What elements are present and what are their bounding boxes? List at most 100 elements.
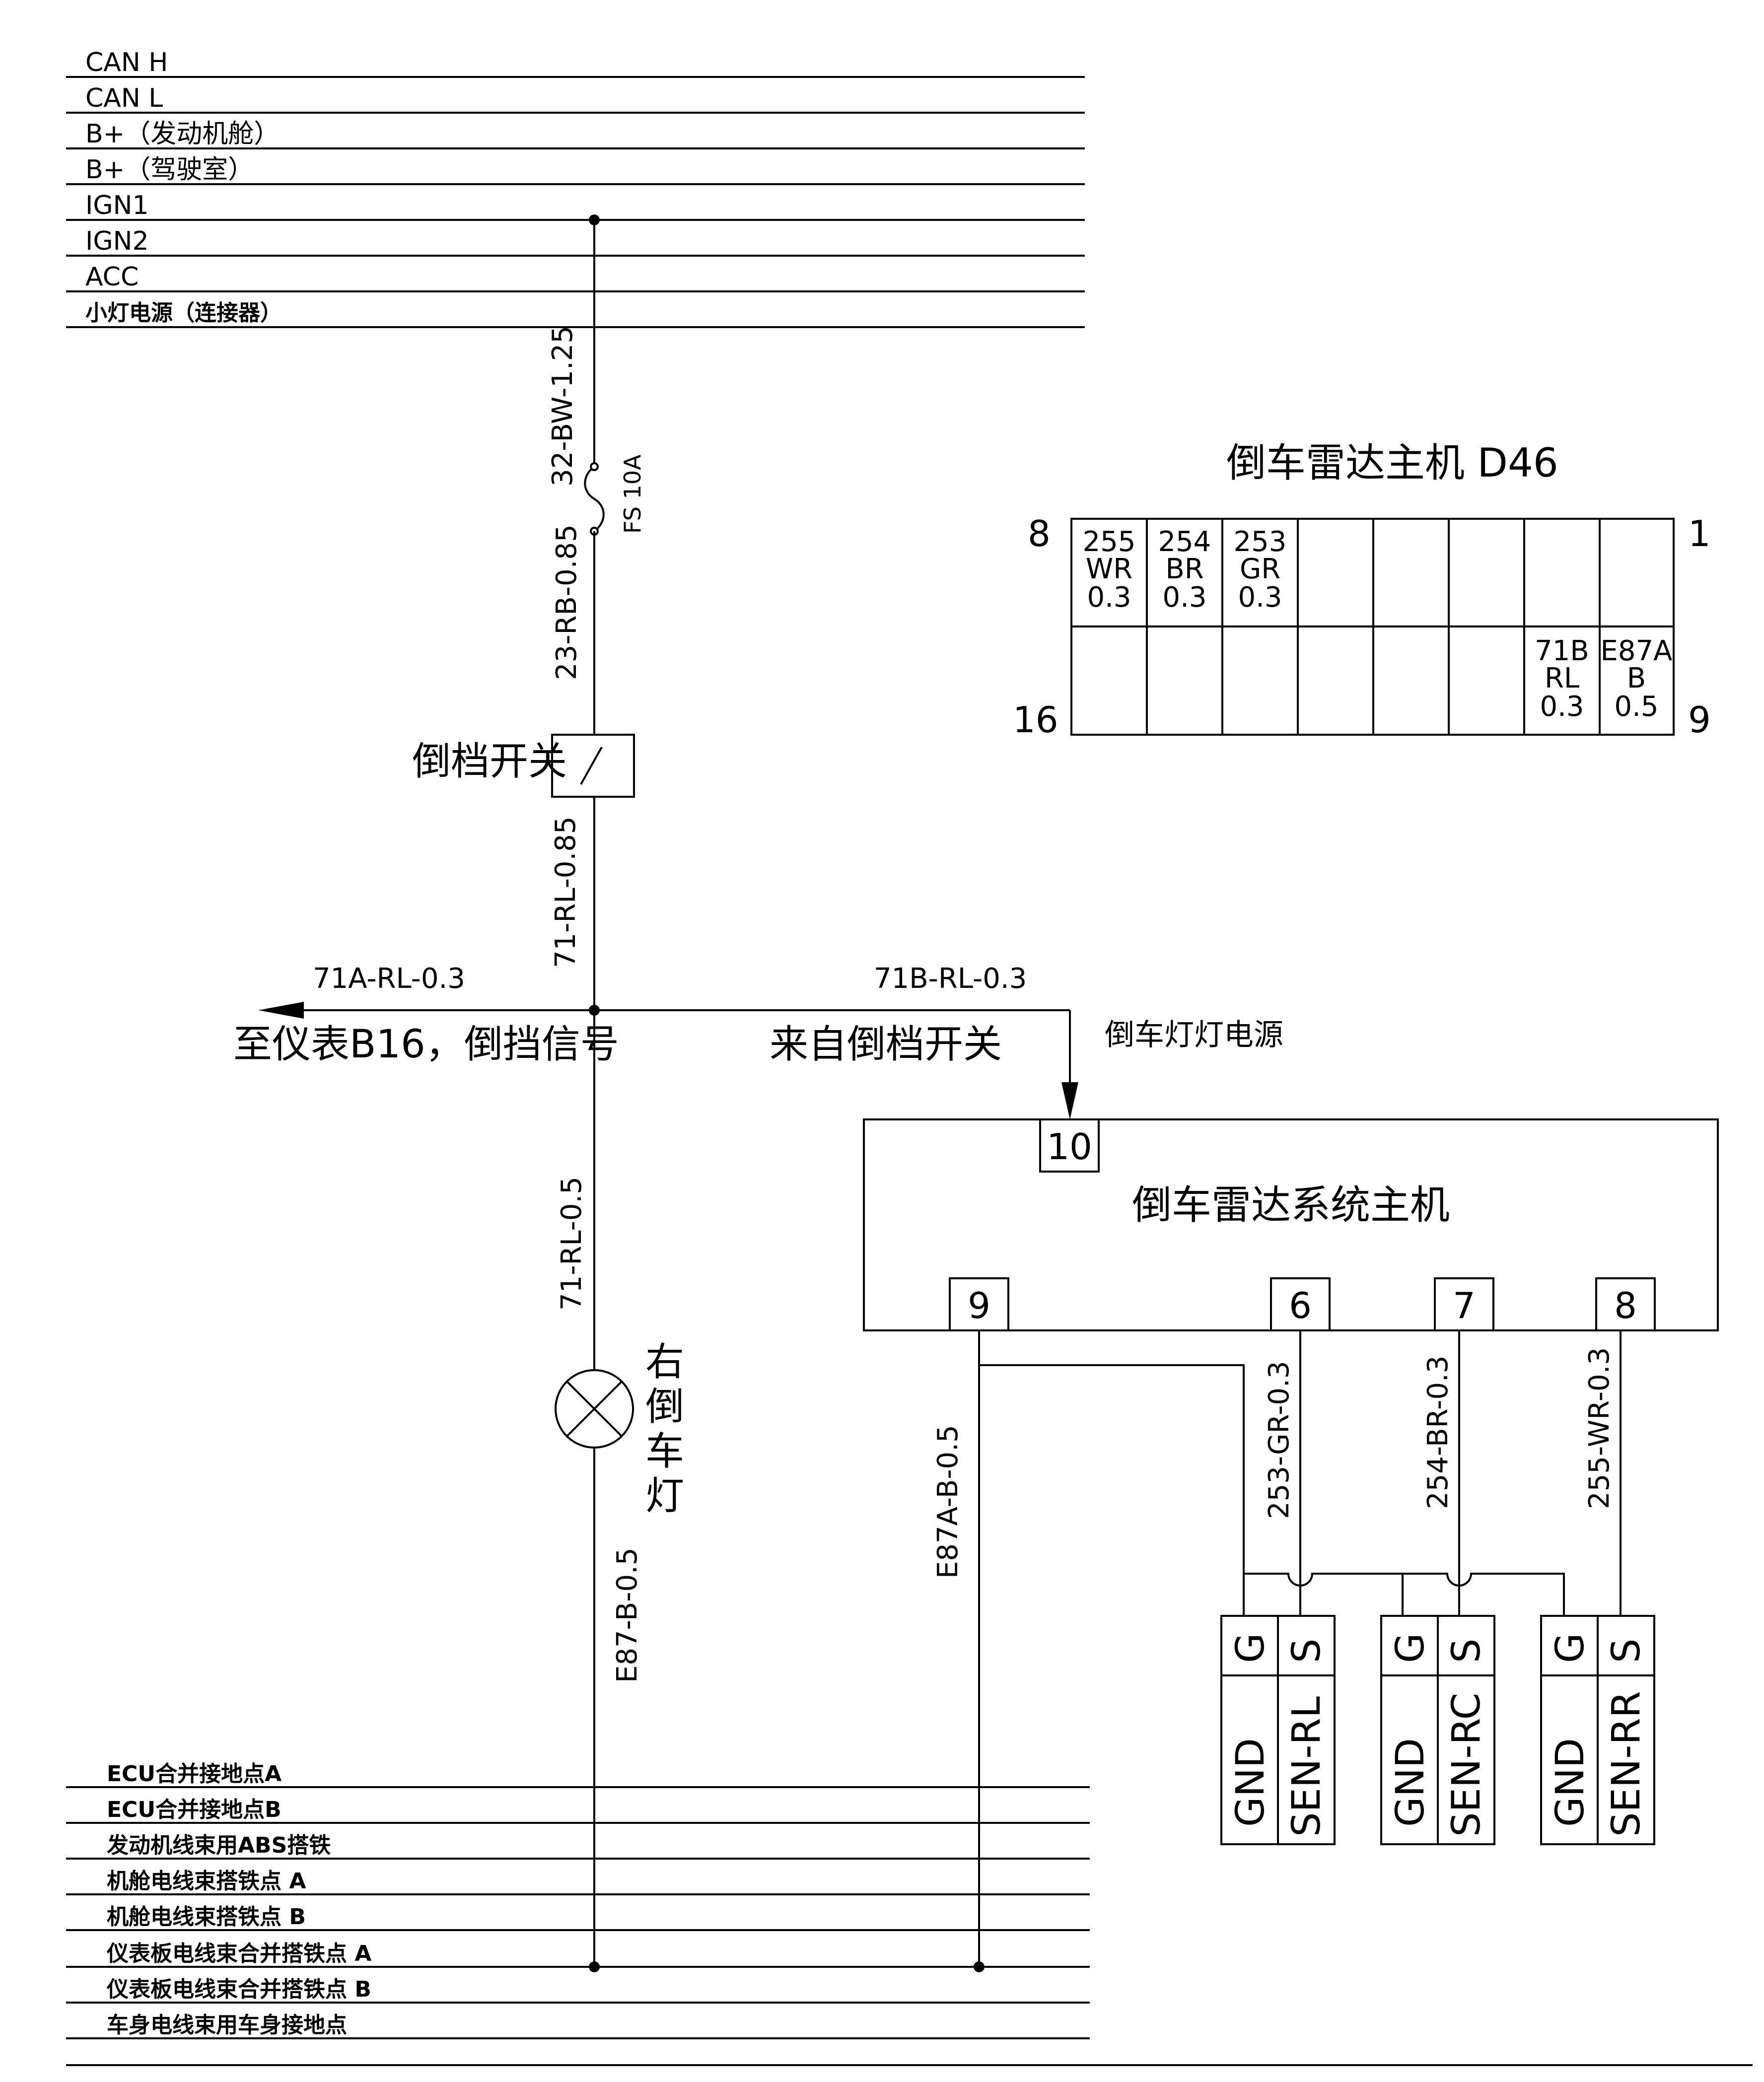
bus-acc: ACC [85, 262, 139, 292]
arrow-left-icon [258, 1002, 304, 1019]
cell-text: 0.3 [1238, 581, 1282, 614]
bus-small-lamp: 小灯电源（连接器） [85, 300, 282, 326]
bus-dash-ground-b: 仪表板电线束合并搭铁点 B [106, 1977, 371, 2002]
wire-label-23: 23-RB-0.85 [551, 524, 583, 680]
wire-label-71b: 71B-RL-0.3 [874, 963, 1027, 995]
cell-text: 0.5 [1614, 691, 1658, 723]
right-lamp-label-3: 车 [645, 1429, 684, 1474]
connector-cell-2: 254 BR 0.3 [1158, 526, 1211, 614]
radar-module: 倒车雷达系统主机 10 9 6 7 8 [863, 1118, 1719, 1331]
right-lamp-label-2: 倒 [645, 1385, 684, 1429]
connector-pin-8: 8 [1028, 513, 1051, 555]
reverse-switch [551, 734, 635, 798]
fuse-terminal-top [590, 462, 599, 471]
bus-engine-abs-ground: 发动机线束用ABS搭铁 [107, 1833, 331, 1858]
sensor-rc-gnd: GND [1388, 1738, 1433, 1827]
wire-label-71-05: 71-RL-0.5 [556, 1177, 588, 1311]
cell-text: 0.3 [1540, 691, 1584, 723]
bus-bplus-engine: B+（发动机舱） [85, 119, 280, 149]
sensor-rr-g: G [1548, 1633, 1593, 1663]
cell-text: 0.3 [1162, 581, 1206, 614]
module-pin-8-label: 8 [1614, 1285, 1637, 1326]
reverse-switch-contact [580, 747, 603, 785]
fuse-label: FS 10A [619, 454, 646, 534]
module-pin-6-label: 6 [1289, 1285, 1312, 1326]
cell-text: 253 [1234, 526, 1287, 558]
wire-label-254: 254-BR-0.3 [1422, 1356, 1454, 1509]
connector-cell-3: 253 GR 0.3 [1234, 526, 1287, 614]
fuse-fs10a [584, 466, 605, 532]
wire-label-71: 71-RL-0.85 [550, 817, 582, 968]
cell-text: 254 [1158, 526, 1211, 558]
sensor-rc-g: G [1388, 1633, 1433, 1663]
cell-text: 0.3 [1087, 581, 1131, 614]
bus-engine-bay-ground-b: 机舱电线束搭铁点 B [107, 1904, 306, 1930]
cell-text: 255 [1083, 526, 1136, 558]
module-pin-8 [1595, 1277, 1656, 1331]
cell-text: RL [1545, 662, 1579, 694]
bus-ecu-ground-b: ECU合并接地点B [107, 1797, 282, 1822]
connector-cell-15: 71B RL 0.3 [1535, 635, 1589, 723]
connector-d46: 倒车雷达主机 D46 8 1 16 9 255 WR 0.3 254 BR 0.… [1013, 440, 1711, 741]
sensor-rr-name: SEN-RR [1604, 1691, 1649, 1837]
sensor-rl-s: S [1284, 1638, 1329, 1663]
arrow-down-icon [1061, 1082, 1078, 1119]
bottom-bus-group: ECU合并接地点A ECU合并接地点B 发动机线束用ABS搭铁 机舱电线束搭铁点… [66, 1761, 1753, 2066]
sensor-rl: G S GND SEN-RL [1220, 1615, 1336, 1845]
sensor-rr-s: S [1604, 1638, 1649, 1663]
wire-label-e87: E87-B-0.5 [611, 1547, 643, 1683]
cell-text: GR [1240, 553, 1280, 585]
bus-dash-ground-a: 仪表板电线束合并搭铁点 A [106, 1941, 371, 1966]
cell-text: BR [1165, 553, 1203, 585]
from-switch-label: 来自倒档开关 [770, 1022, 1002, 1067]
module-pin-7 [1434, 1277, 1494, 1331]
to-cluster-label: 至仪表B16，倒挡信号 [233, 1022, 619, 1067]
radar-module-label: 倒车雷达系统主机 [1132, 1182, 1450, 1228]
connector-cell-1: 255 WR 0.3 [1083, 526, 1136, 614]
connector-cell-16: E87A B 0.5 [1601, 635, 1673, 723]
cell-text: B [1627, 662, 1646, 694]
connector-pin-9: 9 [1688, 699, 1711, 741]
right-lamp-label-1: 右 [645, 1340, 684, 1385]
connector-pin-16: 16 [1013, 699, 1058, 741]
cell-text: WR [1086, 553, 1132, 585]
sensor-ground-bus [1244, 1573, 1565, 1616]
sensor-rc: G S GND SEN-RC [1380, 1615, 1495, 1845]
bus-ign1: IGN1 [85, 191, 149, 220]
bus-can-l: CAN L [85, 83, 163, 113]
connector-pin-1: 1 [1688, 513, 1711, 555]
bus-can-h: CAN H [85, 48, 168, 77]
module-pin-9 [949, 1277, 1009, 1331]
sensor-rl-gnd: GND [1228, 1738, 1273, 1827]
wire-label-e87a: E87A-B-0.5 [932, 1425, 964, 1579]
module-pin-10 [1039, 1118, 1100, 1173]
lamp-power-label: 倒车灯灯电源 [1105, 1018, 1283, 1052]
cell-text: 71B [1535, 635, 1589, 667]
sensor-rc-name: SEN-RC [1444, 1693, 1489, 1837]
bus-bplus-cabin: B+（驾驶室） [85, 155, 254, 185]
sensor-ground-feed [979, 1364, 1245, 1616]
module-pin-7-label: 7 [1453, 1285, 1476, 1326]
wire-label-253: 253-GR-0.3 [1263, 1361, 1295, 1519]
wire-label-255: 255-WR-0.3 [1583, 1347, 1616, 1509]
bus-ecu-ground-a: ECU合并接地点A [107, 1761, 282, 1787]
wire-label-71a: 71A-RL-0.3 [313, 963, 465, 995]
sensor-rc-s: S [1444, 1638, 1489, 1663]
sensor-rr-gnd: GND [1548, 1738, 1593, 1827]
top-bus-group: CAN H CAN L B+（发动机舱） B+（驾驶室） IGN1 IGN2 A… [66, 48, 1085, 328]
connector-title: 倒车雷达主机 D46 [1226, 440, 1558, 486]
bus-engine-bay-ground-a: 机舱电线束搭铁点 A [107, 1869, 306, 1894]
sensor-rl-g: G [1228, 1633, 1273, 1663]
module-pin-9-label: 9 [968, 1285, 990, 1326]
bus-body-ground: 车身电线束用车身接地点 [107, 2013, 347, 2038]
sensor-rr: G S GND SEN-RR [1540, 1615, 1655, 1845]
sensor-rl-name: SEN-RL [1284, 1696, 1329, 1837]
module-pin-10-label: 10 [1047, 1126, 1092, 1168]
lamp-cross-b [566, 1381, 623, 1437]
cell-text: E87A [1601, 635, 1673, 667]
reverse-switch-label: 倒档开关 [412, 739, 567, 784]
wire-label-32: 32-BW-1.25 [547, 326, 579, 486]
bus-ign2: IGN2 [85, 226, 149, 256]
right-lamp-label-4: 灯 [645, 1474, 684, 1519]
